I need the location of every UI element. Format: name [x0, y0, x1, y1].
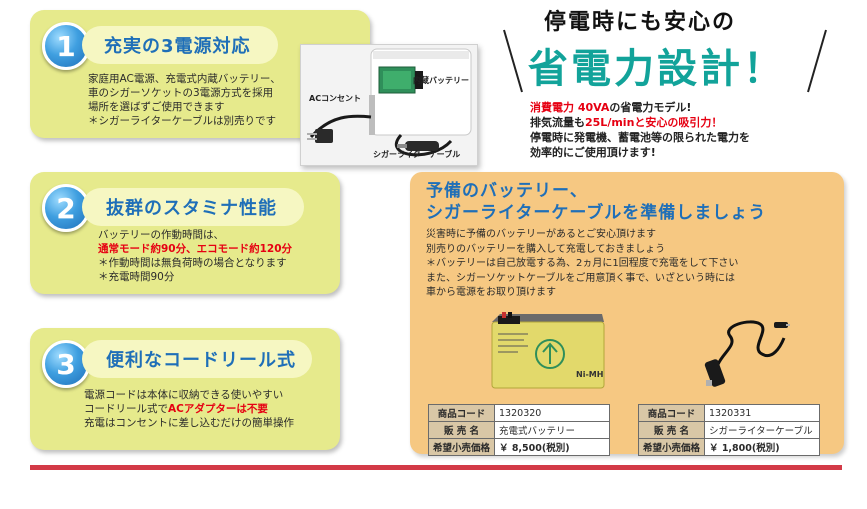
feature-title: 充実の3電源対応: [82, 26, 278, 64]
desc-line2: 排気流量も25L/minと安心の吸引力！: [530, 115, 750, 130]
table-row: 商品コード 1320320: [427, 404, 611, 422]
desc-text: 排気流量も: [530, 116, 585, 129]
table-key: 販 売 名: [427, 421, 496, 439]
desc-text: の省電力モデル!: [609, 101, 692, 114]
internal-battery-label: 内蔵バッテリー: [413, 76, 469, 85]
feature-line: 充電はコンセントに差し込むだけの簡単操作: [84, 417, 294, 429]
table-key: 商品コード: [637, 404, 706, 422]
spare-line: 車から電源をお取り頂けます: [426, 287, 556, 298]
spare-title: 予備のバッテリー、 シガーライターケーブルを準備しましょう: [426, 180, 766, 224]
ac-outlet-label: ACコンセント: [309, 94, 362, 103]
feature-body: 電源コードは本体に収納できる使いやすい コードリール式でACアダプターは不要 充…: [84, 388, 294, 430]
feature-line: ＊シガーライターケーブルは別売りです: [88, 115, 276, 127]
spare-line: 災害時に予備のバッテリーがあるとご安心頂けます: [426, 229, 656, 240]
desc-line3: 停電時に発電機、蓄電池等の限られた電力を: [530, 131, 750, 144]
table-key: 希望小売価格: [427, 438, 496, 456]
feature-body: バッテリーの作動時間は、 通常モード約90分、エコモード約120分 ＊作動時間は…: [98, 228, 292, 284]
cigar-cable-image: [700, 308, 790, 388]
feature-title: 抜群のスタミナ性能: [82, 188, 304, 226]
battery-type-label: Ni-MH: [576, 370, 604, 379]
table-key: 販 売 名: [637, 421, 706, 439]
bottom-divider: [30, 465, 842, 470]
spare-line: ＊バッテリーは自己放電する為、2ヵ月に1回程度で充電をして下さい: [426, 258, 739, 269]
feature-line: 場所を選ばずご使用できます: [88, 101, 225, 113]
feature-card-2: 2 抜群のスタミナ性能 バッテリーの作動時間は、 通常モード約90分、エコモード…: [30, 172, 340, 294]
feature-body: 家庭用AC電源、充電式内蔵バッテリー、 車のシガーソケットの3電源方式を採用 場…: [88, 72, 281, 128]
table-key: 希望小売価格: [637, 438, 706, 456]
spare-line: また、シガーソケットケーブルをご用意頂く事で、いざという時には: [426, 272, 735, 284]
spare-line: 別売りのバッテリーを購入して充電しておきましょう: [426, 243, 666, 255]
feature-line: ＊作動時間は無負荷時の場合となります: [98, 257, 287, 269]
spare-parts-panel: 予備のバッテリー、 シガーライターケーブルを準備しましょう 災害時に予備のバッテ…: [410, 172, 844, 456]
table-value: 充電式バッテリー: [494, 421, 611, 439]
table-row: 希望小売価格 ￥ 8,500(税別): [427, 438, 611, 456]
battery-pack-image: Ni-MH: [488, 312, 608, 392]
spare-body: 災害時に予備のバッテリーがあるとご安心頂けます 別売りのバッテリーを購入して充電…: [426, 228, 738, 301]
feature-line-highlight: ACアダプターは不要: [168, 403, 268, 415]
table-value: 1320331: [704, 404, 821, 422]
table-value: 1320320: [494, 404, 611, 422]
table-key: 商品コード: [427, 404, 496, 422]
headline-line2: 省電力設計！: [528, 46, 786, 92]
feature-card-3: 3 便利なコードリール式 電源コードは本体に収納できる使いやすい コードリール式…: [30, 328, 340, 450]
spare-title-line2: シガーライターケーブルを準備しましょう: [426, 203, 767, 223]
feature-title: 便利なコードリール式: [82, 340, 312, 378]
desc-line4: 効率的にご使用頂けます!: [530, 146, 656, 159]
headline-slash-lines: [503, 29, 827, 93]
cigar-cable-label: シガーライターケーブル: [373, 150, 461, 159]
desc-red: 消費電力 40VA: [530, 101, 610, 114]
product-photo: ACコンセント 内蔵バッテリー シガーライターケーブル: [300, 44, 478, 166]
product-table-battery: 商品コード 1320320 販 売 名 充電式バッテリー 希望小売価格 ￥ 8,…: [427, 404, 611, 456]
feature-line-highlight: 通常モード約90分、エコモード約120分: [98, 243, 293, 255]
table-value: ￥ 1,800(税別): [704, 438, 821, 456]
spare-title-line1: 予備のバッテリー、: [426, 181, 588, 201]
feature-number-badge: 3: [42, 340, 90, 388]
feature-line: 電源コードは本体に収納できる使いやすい: [84, 389, 284, 401]
headline-line1: 停電時にも安心の: [544, 10, 737, 35]
table-row: 販 売 名 シガーライターケーブル: [637, 421, 821, 439]
desc-red: 25L/minと安心の吸引力！: [585, 116, 723, 129]
table-row: 販 売 名 充電式バッテリー: [427, 421, 611, 439]
feature-line: コードリール式でACアダプターは不要: [84, 402, 294, 416]
product-table-cigar-cable: 商品コード 1320331 販 売 名 シガーライターケーブル 希望小売価格 ￥…: [637, 404, 821, 456]
table-value: シガーライターケーブル: [704, 421, 821, 439]
feature-line: バッテリーの作動時間は、: [98, 229, 224, 241]
feature-text: コードリール式で: [84, 403, 168, 415]
feature-line: ＊充電時間90分: [98, 271, 175, 283]
table-value: ￥ 8,500(税別): [494, 438, 611, 456]
table-row: 希望小売価格 ￥ 1,800(税別): [637, 438, 821, 456]
headline: 停電時にも安心の 省電力設計！: [500, 0, 830, 100]
table-row: 商品コード 1320331: [637, 404, 821, 422]
desc-line1: 消費電力 40VAの省電力モデル!: [530, 100, 750, 115]
power-description: 消費電力 40VAの省電力モデル! 排気流量も25L/minと安心の吸引力！ 停…: [530, 100, 750, 160]
feature-line: 家庭用AC電源、充電式内蔵バッテリー、: [88, 73, 281, 85]
feature-line: 車のシガーソケットの3電源方式を採用: [88, 87, 274, 99]
aspirator-illustration: [307, 48, 472, 157]
